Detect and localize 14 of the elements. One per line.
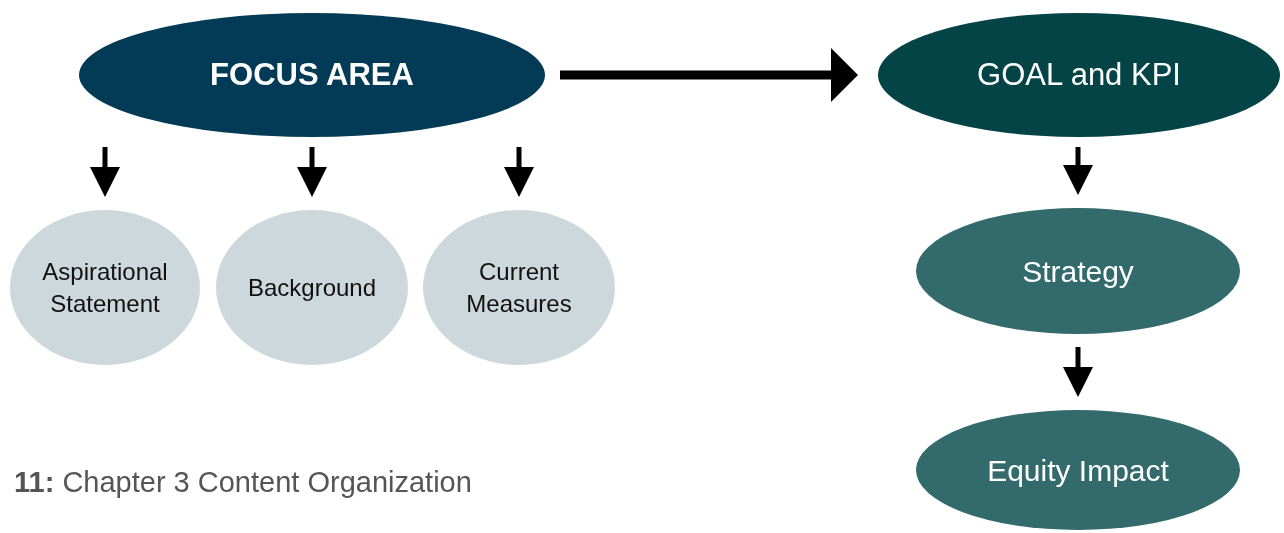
- arrow: [1063, 147, 1093, 195]
- arrow: [560, 48, 858, 102]
- node-label: Current Measures: [465, 257, 573, 319]
- arrow: [504, 147, 534, 197]
- figure-caption: 11: Chapter 3 Content Organization: [14, 466, 472, 499]
- arrow: [297, 147, 327, 197]
- node-label: GOAL and KPI: [977, 55, 1181, 94]
- node-label: Aspirational Statement: [41, 257, 169, 319]
- arrow: [1063, 347, 1093, 397]
- node-label: FOCUS AREA: [210, 55, 414, 94]
- node-label: Equity Impact: [987, 452, 1169, 489]
- node-label: Background: [247, 272, 377, 303]
- arrow: [90, 147, 120, 197]
- node-label: Strategy: [1022, 253, 1134, 290]
